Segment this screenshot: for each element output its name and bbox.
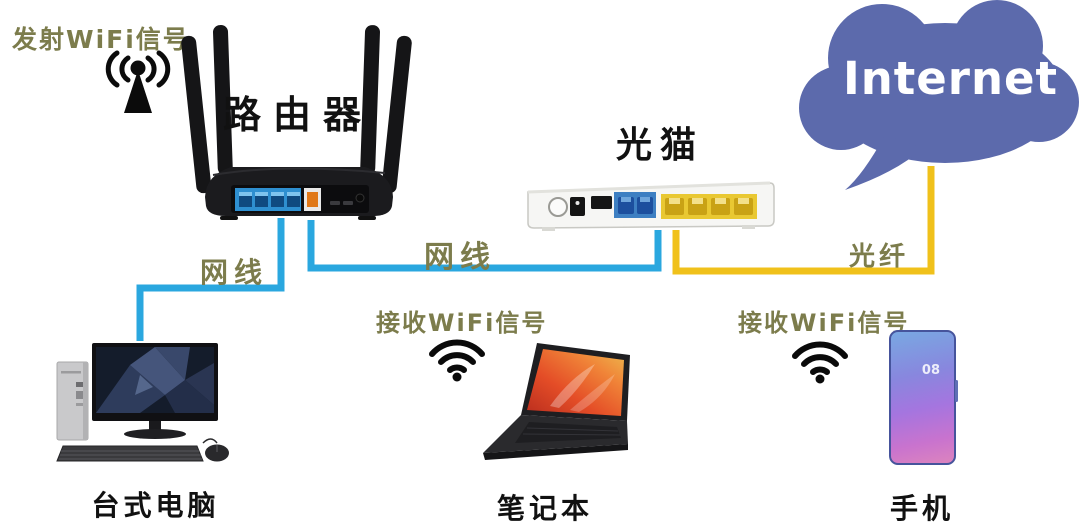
modem-lan-ports (665, 198, 753, 215)
cable-router-desktop (136, 218, 285, 341)
modem-blue-ports (618, 197, 653, 214)
router-wan-port (304, 188, 321, 211)
fiber-label: 光纤 (849, 242, 910, 272)
modem-port-black (591, 196, 612, 209)
modem-button (548, 197, 568, 217)
desktop-monitor (92, 343, 218, 439)
phone-side-button (955, 380, 958, 402)
internet-cloud (799, 0, 1079, 190)
phone-clock: 08 (921, 363, 940, 378)
router-illustration (181, 25, 412, 220)
desktop-illustration (56, 343, 229, 462)
lan-label-desktop: 网线 (200, 256, 269, 289)
modem-illustration (527, 181, 775, 231)
modem-power-switch (570, 197, 585, 216)
broadcast-antenna-icon (105, 50, 171, 113)
wifi-icon-laptop (429, 339, 485, 382)
desktop-mouse (202, 438, 229, 462)
internet-label: Internet (843, 52, 1059, 105)
wifi-receive-laptop-label: 接收WiFi信号 (376, 309, 548, 337)
laptop-illustration (483, 343, 630, 460)
phone-illustration: 08 (889, 330, 958, 465)
wifi-receive-phone-label: 接收WiFi信号 (738, 309, 910, 337)
phone-label: 手机 (889, 492, 954, 525)
modem-label: 光猫 (615, 125, 704, 166)
fiber-modem-internet (672, 166, 935, 275)
desktop-tower (56, 361, 89, 441)
router-label: 路由器 (222, 93, 373, 137)
wifi-icon-phone (792, 341, 848, 384)
transmit-wifi-label: 发射WiFi信号 (12, 25, 190, 54)
desktop-keyboard (56, 445, 204, 462)
laptop-label: 笔记本 (496, 492, 593, 525)
router-lan-ports (239, 192, 300, 207)
cable-router-modem (307, 220, 662, 272)
lan-label-modem: 网线 (424, 240, 496, 275)
desktop-label: 台式电脑 (91, 489, 220, 522)
